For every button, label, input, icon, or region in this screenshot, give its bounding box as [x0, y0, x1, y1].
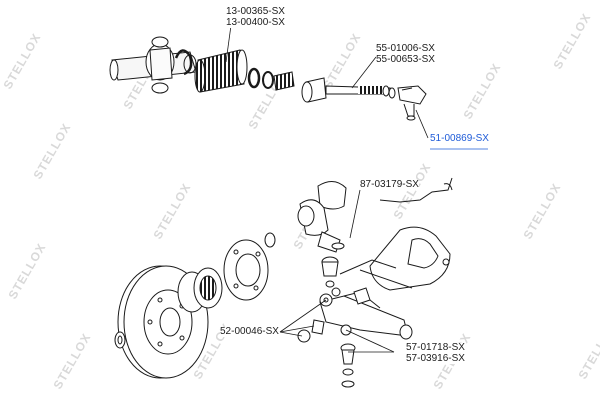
callout-tie-rod-a[interactable]: 55-01006-SX — [376, 43, 435, 54]
lower-control-arm — [319, 291, 413, 340]
tie-rod-end — [388, 85, 427, 121]
wheel-bearing — [177, 267, 223, 313]
steering-rack-group — [109, 36, 427, 121]
callout-bushing[interactable]: 52-00046-SX — [220, 326, 279, 337]
svg-text:STELLOX: STELLOX — [550, 11, 593, 72]
svg-text:STELLOX: STELLOX — [5, 241, 48, 302]
svg-text:STELLOX: STELLOX — [390, 161, 433, 222]
bushings — [297, 287, 371, 343]
svg-text:STELLOX: STELLOX — [0, 31, 43, 92]
callout-steering-boot-b[interactable]: 13-00400-SX — [226, 17, 285, 28]
ball-joint-stack — [321, 242, 345, 288]
svg-text:STELLOX: STELLOX — [30, 121, 73, 182]
svg-text:STELLOX: STELLOX — [460, 61, 503, 122]
svg-text:STELLOX: STELLOX — [150, 181, 193, 242]
svg-text:STELLOX: STELLOX — [520, 181, 563, 242]
svg-text:STELLOX: STELLOX — [50, 331, 93, 392]
callout-tie-rod-b[interactable]: 55-00653-SX — [376, 54, 435, 65]
tie-rod — [301, 77, 391, 103]
suspension-group — [114, 177, 453, 388]
callout-tie-rod-end[interactable]: 51-00869-SX — [430, 133, 489, 144]
steering-boot — [194, 49, 248, 93]
callout-arm-b[interactable]: 57-03916-SX — [406, 353, 465, 364]
svg-text:STELLOX: STELLOX — [575, 321, 600, 382]
callout-steering-boot-a[interactable]: 13-00365-SX — [226, 6, 285, 17]
steering-knuckle — [297, 181, 347, 253]
dust-shield — [223, 239, 269, 301]
svg-text:STELLOX: STELLOX — [320, 31, 363, 92]
leader-lines — [225, 17, 488, 353]
callout-arm-a[interactable]: 57-01718-SX — [406, 342, 465, 353]
subframe — [339, 226, 451, 291]
callout-ball-joint[interactable]: 87-03179-SX — [360, 179, 419, 190]
bolt-stack — [340, 324, 356, 388]
